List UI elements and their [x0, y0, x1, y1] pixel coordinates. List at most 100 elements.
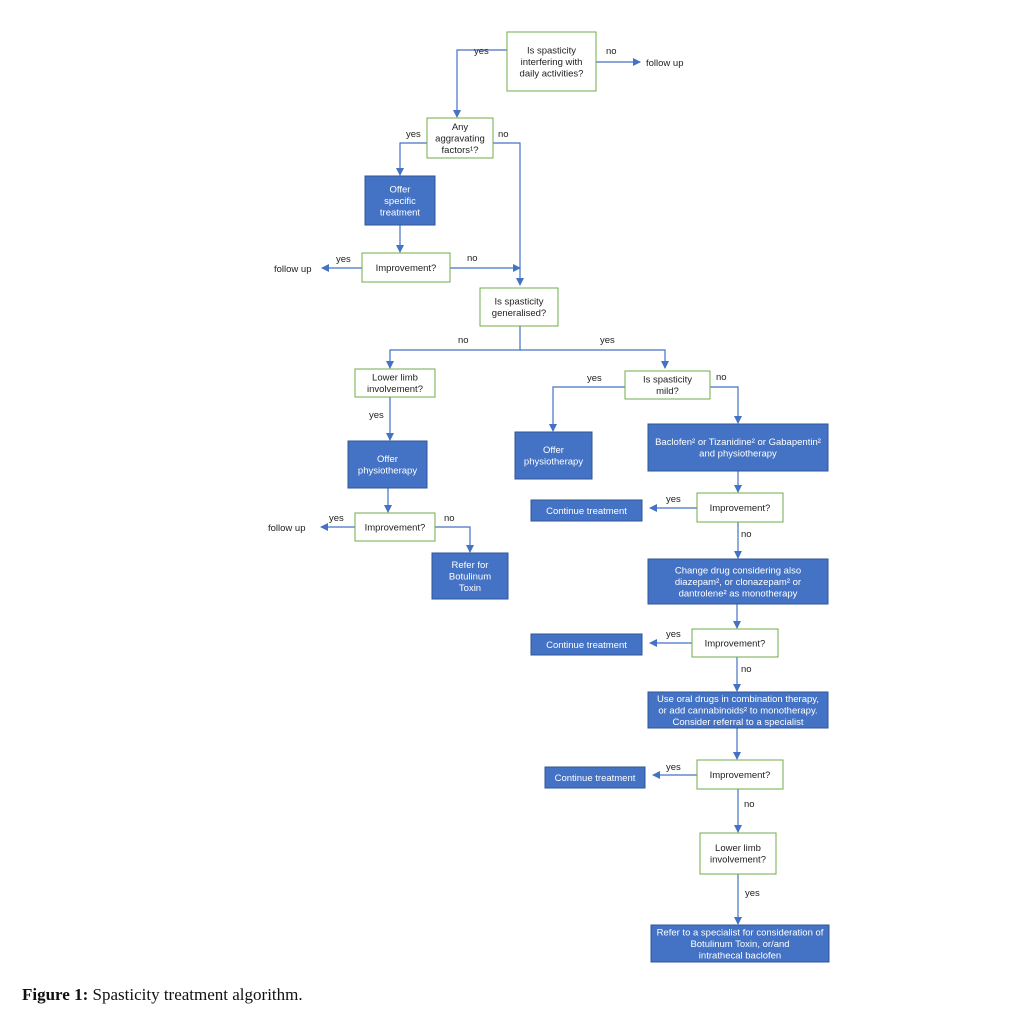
node-line: Offer [390, 184, 411, 195]
node-line: Continue treatment [546, 506, 627, 517]
edge-label-no: no [467, 253, 478, 264]
edge-label-yes: yes [745, 888, 760, 899]
node-line: Refer to a specialist for consideration … [657, 927, 824, 938]
terminal-follow-up: follow up [274, 264, 312, 275]
decision-box [699, 832, 777, 875]
node-line: Is spasticity [643, 375, 692, 386]
node-line: Offer [377, 454, 398, 465]
edge-label-no: no [741, 529, 752, 540]
decision-box [354, 368, 436, 398]
figure-caption: Figure 1: Spasticity treatment algorithm… [22, 985, 303, 1005]
terminal-follow-up: follow up [268, 523, 306, 534]
edge-label-no: no [741, 664, 752, 675]
node-line: specific [384, 196, 416, 207]
node-a-baclofen: Baclofen² or Tizanidine² or Gabapentin²a… [647, 423, 829, 472]
action-box [650, 924, 830, 963]
node-line: Offer [543, 445, 564, 456]
node-line: Botulinum Toxin, or/and [690, 939, 789, 950]
edge-arrow [396, 142, 427, 176]
edge-label-yes: yes [587, 373, 602, 384]
node-line: Improvement? [710, 770, 771, 781]
action-box [647, 691, 829, 729]
action-box [431, 552, 509, 600]
node-q-improve-4: Improvement? [691, 628, 779, 658]
edge-label-yes: yes [369, 410, 384, 421]
edge-label-no: no [606, 46, 617, 57]
node-line: factors¹? [442, 145, 479, 156]
node-line: Any [452, 122, 469, 133]
edge-arrow [520, 349, 669, 369]
node-a-continue-2: Continue treatment [530, 633, 643, 656]
decision-box [426, 117, 494, 159]
decision-box [624, 370, 711, 400]
decision-box [354, 512, 436, 542]
edge-label-yes: yes [666, 629, 681, 640]
node-line: Improvement? [710, 503, 771, 514]
edge-label-yes: yes [336, 254, 351, 265]
node-line: dantrolene² as monotherapy [679, 588, 798, 599]
node-line: aggravating [435, 133, 485, 144]
node-line: Lower limb [715, 843, 761, 854]
node-line: Change drug considering also [675, 565, 801, 576]
node-line: intrathecal baclofen [699, 950, 781, 961]
node-line: or add cannabinoids² to monotherapy. [658, 705, 817, 716]
edge-label-yes: yes [406, 129, 421, 140]
node-line: Continue treatment [546, 640, 627, 651]
node-line: Lower limb [372, 373, 418, 384]
node-line: Refer for [452, 560, 489, 571]
node-line: Toxin [459, 583, 481, 594]
node-q-improve-3: Improvement? [696, 492, 784, 523]
node-line: Consider referral to a specialist [673, 717, 804, 728]
node-line: mild? [656, 386, 679, 397]
node-line: Is spasticity [527, 45, 576, 56]
node-line: physiotherapy [524, 457, 583, 468]
terminal-follow-up: follow up [646, 58, 684, 69]
node-line: physiotherapy [358, 466, 417, 477]
edge-arrow [549, 386, 625, 432]
node-line: treatment [380, 207, 420, 218]
node-line: involvement? [367, 384, 423, 395]
node-line: Improvement? [376, 263, 437, 274]
node-line: generalised? [492, 308, 546, 319]
edge-arrow [386, 326, 521, 369]
edge-label-no: no [498, 129, 509, 140]
decision-box [691, 628, 779, 658]
caption-label: Figure 1: [22, 985, 89, 1004]
edge-label-no: no [744, 799, 755, 810]
node-line: Use oral drugs in combination therapy, [657, 694, 819, 705]
edge-label-yes: yes [666, 494, 681, 505]
edge-label-yes: yes [474, 46, 489, 57]
caption-text: Spasticity treatment algorithm. [88, 985, 303, 1004]
action-box [347, 440, 428, 489]
node-line: Baclofen² or Tizanidine² or Gabapentin² [655, 437, 821, 448]
node-line: and physiotherapy [699, 449, 777, 460]
decision-box [479, 287, 559, 327]
node-line: Improvement? [705, 638, 766, 649]
node-q-improve-2: Improvement? [354, 512, 436, 542]
node-line: Is spasticity [494, 297, 543, 308]
edge-arrow [435, 526, 474, 553]
node-line: Botulinum [449, 571, 491, 582]
node-line: interfering with [521, 57, 583, 68]
node-a-combination: Use oral drugs in combination therapy,or… [647, 691, 829, 729]
edge-label-yes: yes [329, 513, 344, 524]
action-box [364, 175, 436, 226]
decision-box [696, 759, 784, 790]
node-q-improve-1: Improvement? [361, 252, 451, 283]
edge-labels: follow up follow up follow up yes no yes no yes… [268, 46, 760, 899]
node-a-continue-3: Continue treatment [544, 766, 646, 789]
decision-box [506, 31, 597, 92]
action-box [530, 499, 643, 522]
node-a-continue-1: Continue treatment [530, 499, 643, 522]
edge-arrow [453, 49, 507, 118]
